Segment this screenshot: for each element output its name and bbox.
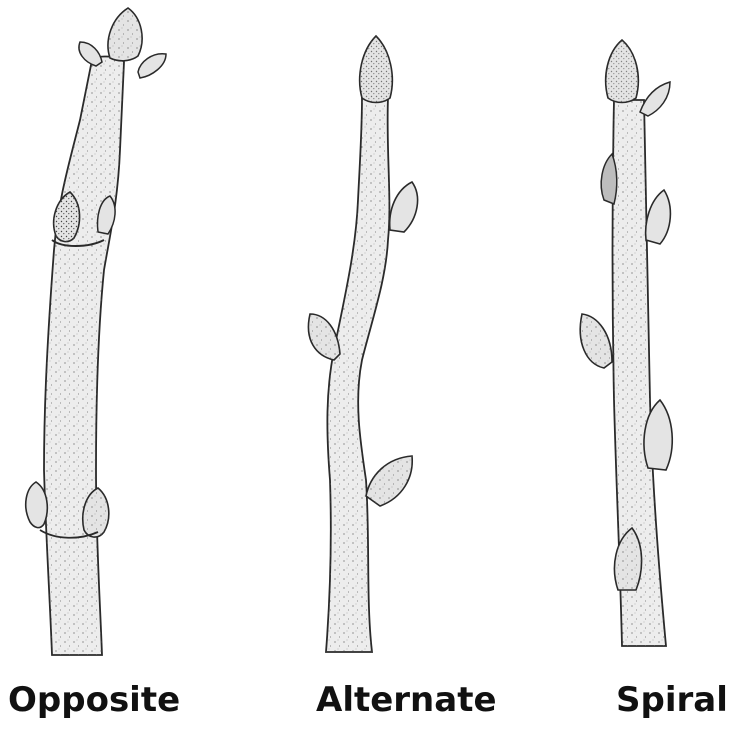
opposite-twig: [26, 8, 166, 655]
spiral-bud-1: [640, 82, 670, 116]
label-spiral: Spiral: [616, 678, 728, 722]
spiral-bud-3: [646, 190, 671, 244]
spiral-twig: [580, 40, 672, 646]
spiral-bud-2: [601, 154, 617, 204]
label-opposite: Opposite: [8, 678, 180, 722]
alternate-twig: [308, 36, 417, 652]
opposite-bud-top-right: [138, 54, 166, 78]
alternate-bud-1: [390, 182, 418, 232]
label-alternate: Alternate: [316, 678, 497, 722]
opposite-bud-top-left: [79, 42, 102, 66]
